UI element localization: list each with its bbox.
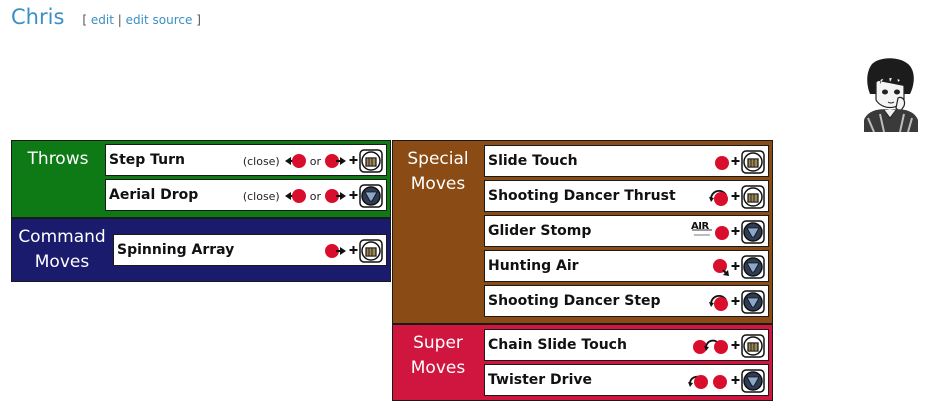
special-moves-label: Special Moves [393, 147, 483, 197]
move-input [688, 368, 765, 394]
edit-source-link[interactable]: edit source [125, 13, 193, 27]
character-portrait [864, 58, 918, 132]
neutral-button-icon [715, 226, 729, 240]
move-input [692, 333, 765, 359]
super-label-line1: Super [413, 333, 463, 353]
fist-button-icon [741, 150, 765, 174]
air-indicator: AIR [691, 221, 713, 243]
throws-panel: Throws Step Turn (close) or Aerial Drop … [11, 140, 391, 218]
or-text: or [309, 189, 321, 203]
kick-button-icon [741, 369, 765, 393]
plus-icon [731, 192, 740, 200]
move-row-slide-touch: Slide Touch [484, 145, 769, 177]
move-name: Slide Touch [488, 153, 578, 169]
move-input: (close) or [241, 183, 383, 209]
move-row-step-turn: Step Turn (close) or [105, 144, 387, 176]
move-name: Shooting Dancer Thrust [488, 188, 676, 204]
special-label-line2: Moves [410, 174, 466, 194]
forward-arrow-icon [325, 244, 346, 258]
forward-arrow-icon [325, 189, 346, 203]
move-input: (close) or [241, 148, 383, 174]
move-row-aerial-drop: Aerial Drop (close) or [105, 179, 387, 211]
move-name: Step Turn [109, 152, 186, 168]
move-row-twister-drive: Twister Drive [484, 364, 769, 396]
plus-icon [349, 246, 358, 254]
plus-icon [731, 157, 740, 165]
neutral-button-icon [715, 156, 729, 170]
move-row-shooting-dancer-thrust: Shooting Dancer Thrust [484, 180, 769, 212]
move-row-glider-stomp: Glider Stomp AIR [484, 215, 769, 247]
kick-button-icon [741, 220, 765, 244]
command-moves-label: Command Moves [12, 225, 112, 275]
move-input [708, 184, 765, 210]
back-arrow-icon [284, 189, 306, 203]
plus-icon [731, 262, 740, 270]
command-label-line1: Command [18, 227, 106, 247]
plus-icon [731, 227, 740, 235]
move-row-spinning-array: Spinning Array [113, 234, 387, 266]
move-name: Spinning Array [117, 242, 235, 258]
edit-link[interactable]: edit [90, 13, 114, 27]
fist-button-icon [741, 334, 765, 358]
air-shadow-2 [694, 234, 710, 236]
fist-button-icon [359, 149, 383, 173]
plus-icon [731, 341, 740, 349]
half-circle-motion-icon [709, 189, 728, 206]
super-moves-label: Super Moves [393, 331, 483, 381]
bracket-open: [ [82, 13, 88, 27]
move-name: Hunting Air [488, 258, 579, 274]
close-note: (close) [242, 189, 280, 203]
command-label-line2: Moves [34, 252, 90, 272]
fist-button-icon [741, 185, 765, 209]
forward-arrow-icon [325, 154, 346, 168]
edit-links: [ edit | edit source ] [82, 13, 200, 27]
move-name: Chain Slide Touch [488, 337, 627, 353]
kick-button-icon [359, 184, 383, 208]
move-name: Twister Drive [488, 372, 592, 388]
command-moves-panel: Command Moves Spinning Array [11, 218, 391, 282]
move-input [708, 289, 765, 315]
air-shadow-1 [692, 229, 712, 231]
plus-icon [731, 376, 740, 384]
super-label-line2: Moves [410, 358, 466, 378]
page-header: Chris [ edit | edit source ] [11, 5, 201, 35]
special-label-line1: Special [407, 149, 469, 169]
move-name: Aerial Drop [109, 187, 199, 203]
move-name: Glider Stomp [488, 223, 592, 239]
plus-icon [349, 156, 358, 164]
page-title: Chris [11, 5, 65, 29]
air-text: AIR [691, 221, 709, 232]
special-moves-panel: Special Moves Slide Touch Shooting Dance… [392, 140, 773, 324]
plus-icon [349, 191, 358, 199]
kick-button-icon [741, 290, 765, 314]
move-name: Shooting Dancer Step [488, 293, 661, 309]
double-circle-motion-icon [693, 339, 728, 354]
fist-button-icon [359, 239, 383, 263]
throws-label: Throws [27, 149, 89, 169]
move-input [324, 238, 383, 264]
double-circle-motion-icon [688, 375, 727, 389]
bracket-close: ] [196, 13, 201, 27]
move-row-chain-slide-touch: Chain Slide Touch [484, 329, 769, 361]
move-row-hunting-air: Hunting Air [484, 250, 769, 282]
link-separator: | [117, 13, 122, 27]
super-moves-panel: Super Moves Chain Slide Touch Twister Dr… [392, 324, 773, 401]
close-note: (close) [242, 154, 280, 168]
move-input [712, 254, 765, 280]
move-input [714, 149, 765, 175]
move-input: AIR [691, 219, 765, 245]
down-motion-icon [713, 259, 729, 276]
kick-button-icon [741, 255, 765, 279]
back-arrow-icon [284, 154, 306, 168]
move-row-shooting-dancer-step: Shooting Dancer Step [484, 285, 769, 317]
plus-icon [731, 297, 740, 305]
half-circle-motion-icon [709, 294, 728, 311]
or-text: or [309, 154, 321, 168]
